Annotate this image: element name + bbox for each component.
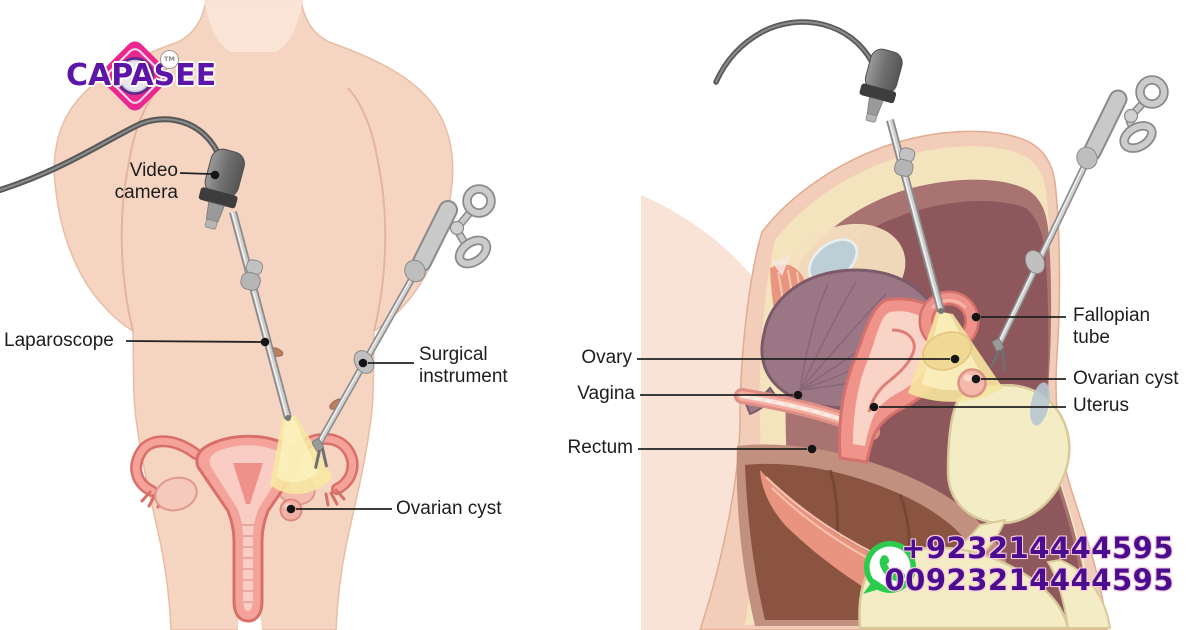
label-surgical-instrument-line2: instrument bbox=[419, 366, 508, 388]
uterus-sagittal bbox=[838, 297, 952, 464]
label-ovarian-cyst-left: Ovarian cyst bbox=[396, 498, 502, 519]
pelvis-cross-section bbox=[641, 130, 1112, 630]
label-video-camera-line2: camera bbox=[114, 182, 178, 204]
label-video-camera: Video camera bbox=[38, 160, 178, 205]
label-fallopian-tube-line1: Fallopian bbox=[1073, 305, 1151, 326]
brand-logo-text: CAPASEE bbox=[66, 58, 217, 93]
leader-dots-right bbox=[793, 312, 981, 454]
whatsapp-icon bbox=[863, 541, 916, 594]
left-ovary bbox=[154, 476, 198, 512]
laparoscope-left bbox=[0, 116, 292, 421]
leader-lines-right bbox=[637, 316, 1066, 450]
uterine-cavity bbox=[233, 463, 263, 504]
scope-tip bbox=[285, 415, 291, 421]
label-laparoscope: Laparoscope bbox=[4, 330, 114, 351]
laparoscope-right bbox=[713, 19, 945, 314]
scope-trocar bbox=[240, 259, 264, 291]
whatsapp-phone-primary: +923214444595 bbox=[901, 531, 1174, 565]
brand-logo-emblem bbox=[100, 41, 170, 111]
leader-dots-left bbox=[210, 170, 368, 514]
ball-joint-right bbox=[1076, 146, 1098, 170]
whatsapp-phone-secondary: 00923214444595 bbox=[884, 563, 1174, 597]
scope-tip-right bbox=[938, 308, 944, 314]
handle-pivot bbox=[449, 220, 465, 236]
label-fallopian-tube-line2: tube bbox=[1073, 327, 1110, 349]
label-surgical-instrument: Surgical instrument bbox=[419, 344, 508, 389]
right-arm-crease bbox=[347, 87, 387, 332]
label-ovarian-cyst-right: Ovarian cyst bbox=[1073, 368, 1179, 389]
grasper-jaw bbox=[311, 438, 328, 469]
label-surgical-instrument-line1: Surgical bbox=[419, 344, 488, 365]
instrument-handle bbox=[404, 184, 496, 283]
video-camera-head bbox=[198, 148, 245, 230]
label-uterus: Uterus bbox=[1073, 395, 1129, 416]
instrument-handle-right bbox=[1076, 75, 1169, 170]
left-fallopian-tube bbox=[132, 437, 200, 495]
neck-highlight bbox=[204, 0, 303, 52]
laparoscope-light-cone-left bbox=[270, 416, 333, 495]
left-illustration-panel bbox=[0, 0, 496, 630]
scope-trocar-right bbox=[894, 147, 916, 177]
leader-lines-left bbox=[125, 172, 414, 510]
right-illustration-panel bbox=[637, 19, 1169, 630]
trocar-ball-right bbox=[1024, 249, 1046, 275]
camera-cable-right bbox=[713, 19, 875, 85]
label-video-camera-line1: Video bbox=[129, 160, 178, 181]
surgical-instrument-right bbox=[989, 75, 1169, 373]
label-ovary: Ovary bbox=[581, 347, 632, 368]
grasper-jaw-right bbox=[989, 338, 1007, 373]
cervix-striations bbox=[237, 524, 259, 603]
cartilage-disc bbox=[1030, 382, 1050, 426]
label-fallopian-tube: Fallopian tube bbox=[1073, 305, 1150, 350]
contact-phone-block: +923214444595 00923214444595 bbox=[885, 532, 1175, 596]
surgical-instrument-left bbox=[311, 184, 496, 469]
left-arm-crease bbox=[120, 87, 160, 332]
ovarian-cyst-right bbox=[957, 368, 987, 398]
handle-ball-joint bbox=[404, 259, 426, 283]
handle-pivot-right bbox=[1123, 108, 1139, 124]
video-camera-head-right bbox=[859, 48, 903, 123]
trademark-badge: TM bbox=[160, 50, 179, 69]
label-rectum: Rectum bbox=[567, 437, 633, 458]
label-vagina: Vagina bbox=[577, 383, 635, 404]
